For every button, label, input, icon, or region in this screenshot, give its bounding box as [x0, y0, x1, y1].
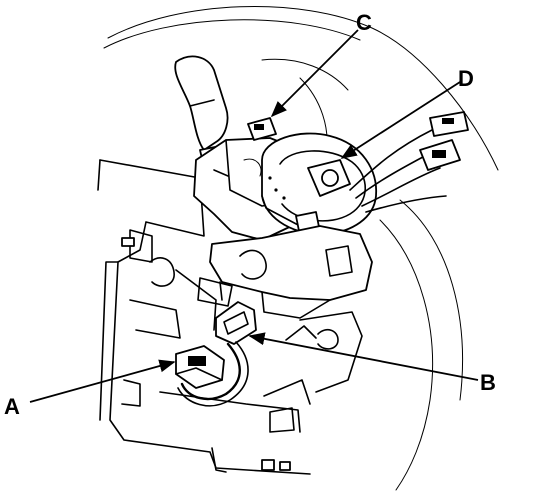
- callout-b: B: [480, 370, 496, 395]
- connector-upper-1: [429, 111, 469, 137]
- connector-a: [175, 345, 225, 389]
- connector-c: [247, 117, 277, 141]
- wiring-harness-upper: [349, 129, 447, 213]
- leader-line-d: [340, 81, 461, 159]
- column-cover-panel: [97, 159, 363, 475]
- connector-upper-2: [419, 139, 461, 171]
- steering-column-body: [209, 225, 373, 319]
- leader-line-b: [248, 332, 479, 381]
- leader-lines: [29, 29, 479, 403]
- leader-line-c: [270, 29, 359, 118]
- callout-d: D: [458, 66, 474, 91]
- leader-line-a: [29, 359, 176, 403]
- cable-reel: [261, 132, 377, 237]
- connector-b: [215, 301, 257, 345]
- wiring-harness-lower: [177, 341, 249, 407]
- callout-a: A: [4, 394, 20, 419]
- callout-c: C: [356, 10, 372, 35]
